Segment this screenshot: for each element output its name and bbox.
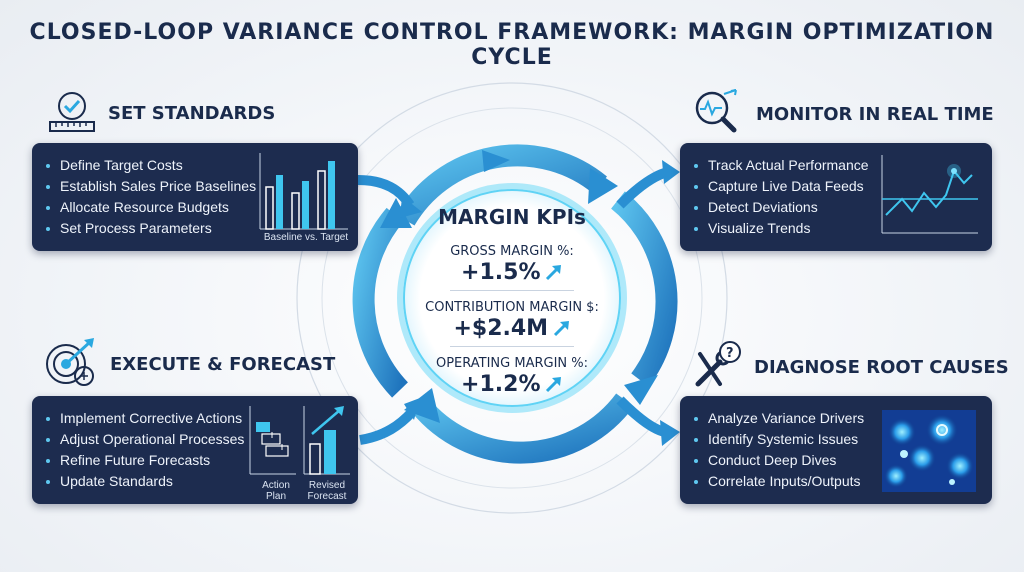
ring-arrowhead-top xyxy=(588,168,618,204)
kpi-core-glow xyxy=(397,183,627,413)
baseline-target-mini-chart xyxy=(259,153,348,230)
page-title: CLOSED-LOOP VARIANCE CONTROL FRAMEWORK: … xyxy=(29,20,995,70)
ring-arrowhead-bottom xyxy=(404,388,440,423)
monitor-panel: Track Actual Performance Capture Live Da… xyxy=(680,143,992,251)
list-item: Identify Systemic Issues xyxy=(694,429,864,450)
revised-forecast-caption: Revised Forecast xyxy=(307,480,347,502)
diagnose-panel: Analyze Variance Drivers Identify System… xyxy=(680,396,992,504)
gross-margin-value: +1.5% xyxy=(461,260,541,285)
connector-arrowhead-4 xyxy=(404,398,420,420)
operating-margin-value: +1.2% xyxy=(461,372,541,397)
list-item: Adjust Operational Processes xyxy=(46,429,244,450)
list-item: Analyze Variance Drivers xyxy=(694,408,864,429)
set-standards-heading: SET STANDARDS xyxy=(108,103,276,124)
trend-up-icon xyxy=(545,263,563,286)
set-standards-header: SET STANDARDS xyxy=(46,88,275,139)
operating-margin-label: OPERATING MARGIN %: xyxy=(435,356,589,371)
list-item: Establish Sales Price Baselines xyxy=(46,176,256,197)
guide-ring-outer xyxy=(296,82,728,514)
list-item: Detect Deviations xyxy=(694,197,869,218)
trend-up-icon xyxy=(545,375,563,398)
kpi-divider xyxy=(450,346,574,347)
kpi-title: MARGIN KPIs xyxy=(438,205,586,229)
ring-arrowhead-right xyxy=(624,375,658,405)
list-item: Conduct Deep Dives xyxy=(694,450,864,471)
ring-arc-left xyxy=(352,207,409,398)
ring-arc-bottom xyxy=(411,393,634,464)
gross-margin-label: GROSS MARGIN %: xyxy=(450,244,574,259)
execute-panel: Implement Corrective Actions Adjust Oper… xyxy=(32,396,358,504)
diagnose-heading: DIAGNOSE ROOT CAUSES xyxy=(754,357,1009,378)
trend-up-icon xyxy=(553,319,571,342)
ring-arrowhead-left xyxy=(380,198,412,228)
gross-margin-row: +1.5% xyxy=(402,260,622,286)
diagnose-header: ? DIAGNOSE ROOT CAUSES xyxy=(690,340,1009,395)
connector-diagnose xyxy=(616,396,667,437)
list-item: Visualize Trends xyxy=(694,218,869,239)
connector-arrowhead-5 xyxy=(482,150,510,172)
contribution-margin-row: +$2.4M xyxy=(402,316,622,342)
contribution-margin-label: CONTRIBUTION MARGIN $: xyxy=(425,300,599,315)
diagnose-list: Analyze Variance Drivers Identify System… xyxy=(694,408,864,492)
wrench-question-icon: ? xyxy=(690,340,744,395)
execute-heading: EXECUTE & FORECAST xyxy=(110,354,336,375)
set-standards-list: Define Target Costs Establish Sales Pric… xyxy=(46,155,256,239)
svg-text:?: ? xyxy=(726,346,734,361)
guide-ring-mid xyxy=(321,107,703,489)
network-heatmap-image xyxy=(882,410,976,492)
list-item: Allocate Resource Budgets xyxy=(46,197,256,218)
action-plan-caption: Action Plan xyxy=(262,480,290,502)
execute-header: EXECUTE & FORECAST xyxy=(44,336,335,393)
magnifier-pulse-icon xyxy=(690,88,746,141)
connector-arrowhead-3 xyxy=(660,420,680,446)
monitor-header: MONITOR IN REAL TIME xyxy=(690,88,994,141)
execute-list: Implement Corrective Actions Adjust Oper… xyxy=(46,408,244,492)
connector-monitor xyxy=(616,167,670,209)
list-item: Capture Live Data Feeds xyxy=(694,176,869,197)
action-plan-forecast-mini-chart xyxy=(249,406,350,475)
monitor-list: Track Actual Performance Capture Live Da… xyxy=(694,155,869,239)
list-item: Refine Future Forecasts xyxy=(46,450,244,471)
ruler-gauge-check-icon xyxy=(46,88,98,139)
list-item: Correlate Inputs/Outputs xyxy=(694,471,864,492)
target-brain-icon xyxy=(44,336,100,393)
connector-arrowhead-2 xyxy=(662,160,680,184)
connector-execute xyxy=(359,408,416,445)
kpi-core xyxy=(403,189,621,407)
list-item: Set Process Parameters xyxy=(46,218,256,239)
list-item: Track Actual Performance xyxy=(694,155,869,176)
list-item: Update Standards xyxy=(46,471,244,492)
monitor-heading: MONITOR IN REAL TIME xyxy=(756,104,994,125)
baseline-target-caption: Baseline vs. Target xyxy=(263,232,349,243)
list-item: Implement Corrective Actions xyxy=(46,408,244,429)
contribution-margin-value: +$2.4M xyxy=(453,316,549,341)
ring-arc-right xyxy=(610,191,678,387)
set-standards-panel: Define Target Costs Establish Sales Pric… xyxy=(32,143,358,251)
operating-margin-row: +1.2% xyxy=(402,372,622,398)
kpi-divider xyxy=(450,290,574,291)
connector-arrowhead-1 xyxy=(400,196,422,218)
live-trend-mini-chart xyxy=(881,155,978,234)
list-item: Define Target Costs xyxy=(46,155,256,176)
